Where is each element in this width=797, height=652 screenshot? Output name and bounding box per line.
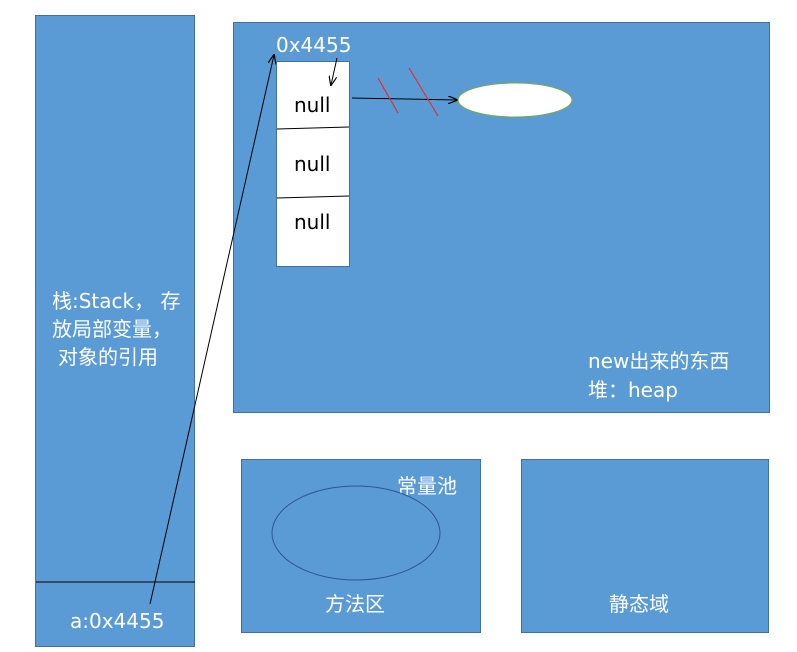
stack-variable: a:0x4455 (70, 609, 165, 633)
method-area-label: 方法区 (325, 592, 385, 616)
cell-to-object-arrow (351, 98, 457, 100)
array-divider-1 (276, 126, 350, 130)
heap-address-label: 0x4455 (276, 33, 352, 57)
static-area-label: 静态域 (609, 592, 669, 616)
array-cell-2: null (294, 210, 331, 234)
array-cell-0: null (294, 93, 331, 117)
static-area-region (521, 459, 769, 633)
strike-mark-2 (408, 67, 439, 117)
strike-mark-1 (377, 77, 399, 114)
method-area-region (241, 459, 481, 633)
address-pointer-arrow (331, 57, 338, 85)
constant-pool-label: 常量池 (397, 474, 457, 498)
reference-arrow (149, 55, 274, 605)
array-divider-2 (276, 195, 350, 199)
array-cell-1: null (294, 152, 331, 176)
stack-label-line1: 栈:Stack， 存 (52, 289, 181, 313)
constant-pool-ellipse (271, 485, 441, 581)
heap-desc-line1: new出来的东西 (588, 349, 730, 373)
heap-desc-line2: 堆：heap (588, 378, 678, 402)
stack-region (35, 15, 195, 647)
heap-object-ellipse (457, 82, 573, 118)
stack-label-line2: 放局部变量， (52, 317, 172, 341)
heap-array (276, 61, 350, 267)
stack-label-line3: 对象的引用 (58, 345, 158, 369)
